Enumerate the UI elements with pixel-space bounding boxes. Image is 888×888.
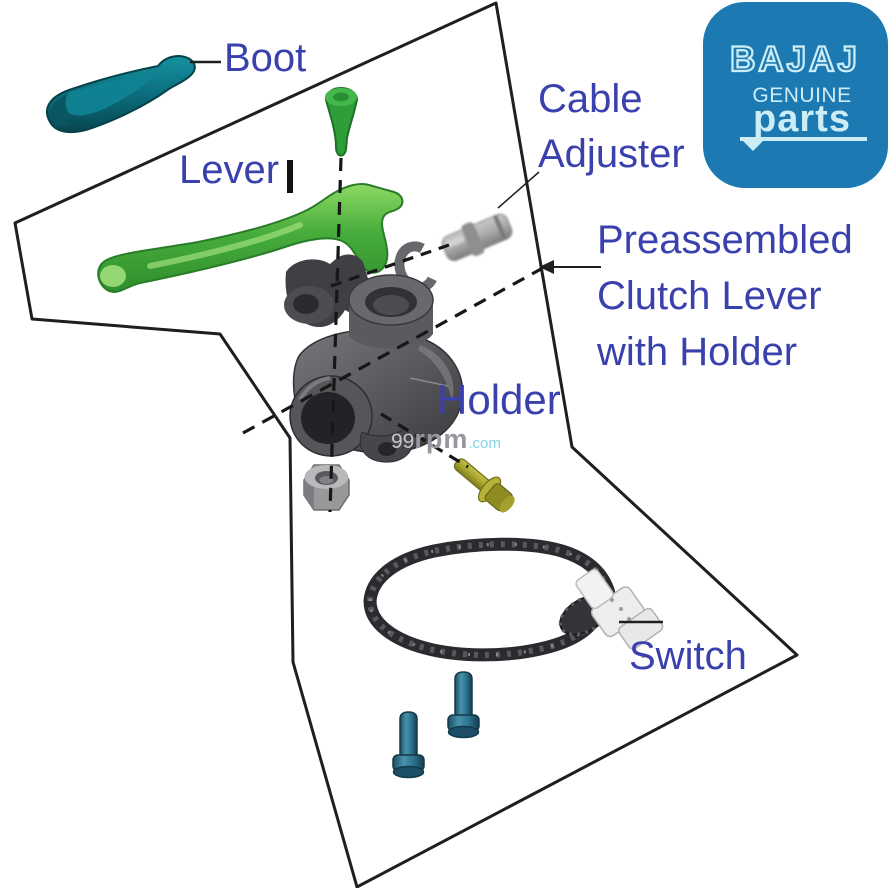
cable-adjuster-label: Cable Adjuster <box>538 72 685 182</box>
pivot-pin-part <box>324 86 359 157</box>
cable-adjuster-part <box>441 213 513 262</box>
preassembled-label: Preassembled Clutch Lever with Holder <box>597 212 853 380</box>
lever-label: Lever <box>179 148 280 192</box>
preassembled-dashed-line <box>242 267 542 435</box>
lever-leader-tick <box>287 160 293 193</box>
preassembled-label-line3: with Holder <box>597 330 798 374</box>
lever-part <box>97 183 404 293</box>
watermark-tld: .com <box>468 435 501 452</box>
watermark: 99rpm.com <box>391 424 501 455</box>
preassembled-label-line1: Preassembled <box>597 218 853 262</box>
cable-adjuster-label-line2: Adjuster <box>538 132 685 176</box>
cable-axis-dashed-line <box>330 243 450 288</box>
logo-parts-text: parts <box>753 98 851 140</box>
switch-connector <box>575 568 664 650</box>
boot-label: Boot <box>224 36 307 80</box>
assembly-axis-lines <box>242 157 542 513</box>
watermark-name: rpm <box>414 424 469 454</box>
bolt-axis-dashed-line <box>380 412 469 469</box>
diagram-outline <box>13 1 799 888</box>
nut-part <box>303 464 350 511</box>
switch-label: Switch <box>629 634 747 678</box>
switch-part <box>363 537 664 662</box>
cable-adjuster-label-line1: Cable <box>538 77 643 121</box>
bajaj-genuine-parts-logo: BAJAJ GENUINE parts <box>703 2 888 188</box>
mount-bolt-large <box>447 671 480 739</box>
mount-bolt-small <box>392 711 425 779</box>
preassembled-label-line2: Clutch Lever <box>597 274 822 318</box>
cable-adjuster-leader-line <box>497 171 540 209</box>
holder-label: Holder <box>437 376 561 423</box>
holder-left-bore <box>293 294 319 314</box>
logo-genuine-text: GENUINE <box>752 84 851 107</box>
leader-lines <box>190 60 663 624</box>
logo-art: BAJAJ GENUINE parts <box>729 39 867 151</box>
logo-brand-text: BAJAJ <box>730 40 860 79</box>
holder-clamp-bore <box>301 392 355 444</box>
pivot-bolt-part <box>453 458 515 513</box>
boot-part <box>45 55 196 134</box>
logo-arrow-notch <box>741 139 765 151</box>
pin-axis-dashed-line <box>328 157 343 513</box>
preassembled-leader-arrowhead <box>539 260 554 274</box>
holder-leader-line <box>409 377 449 387</box>
watermark-num: 99 <box>391 430 415 453</box>
